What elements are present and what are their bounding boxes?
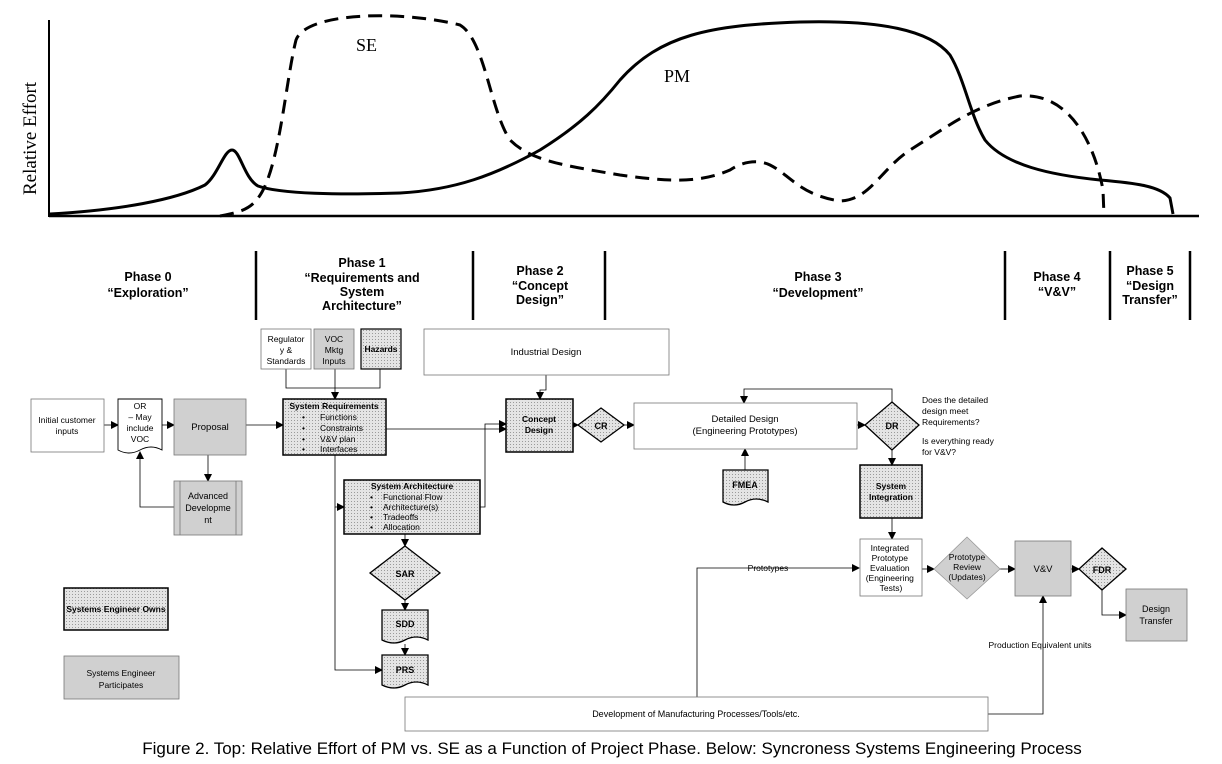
phase-4-subtitle: “V&V”	[1038, 285, 1076, 299]
sdd-document: SDD	[381, 609, 429, 644]
production-equivalent-label: Production Equivalent units	[988, 640, 1091, 650]
svg-text:PRS: PRS	[396, 665, 415, 675]
detailed-design-box: Detailed Design(Engineering Prototypes)	[633, 402, 858, 450]
phase-3-subtitle: “Development”	[773, 286, 864, 300]
svg-text:FMEA: FMEA	[732, 480, 758, 490]
pm-effort-curve	[49, 20, 1175, 216]
phase-1-header: Phase 1 “Requirements and System Archite…	[304, 256, 419, 313]
phase-2-header: Phase 2 “Concept Design”	[512, 264, 569, 307]
svg-text:V&V: V&V	[1033, 564, 1053, 575]
phase-3-header: Phase 3 “Development”	[773, 270, 864, 300]
phase-dividers	[254, 251, 1192, 320]
figure-caption: Figure 2. Top: Relative Effort of PM vs.…	[142, 739, 1082, 758]
svg-text:Development of Manufacturing P: Development of Manufacturing Processes/T…	[592, 709, 800, 719]
system-requirements-box: System Requirements •Functions •Constrai…	[282, 398, 387, 456]
svg-text:System Architecture: System Architecture	[371, 481, 454, 491]
svg-text:CR: CR	[595, 421, 608, 431]
proposal-box: Proposal	[173, 398, 247, 456]
dr-decision: DR	[864, 401, 920, 451]
phase-2-name: Phase 2	[516, 264, 563, 278]
phase-5-name: Phase 5	[1126, 264, 1173, 278]
phase-5-subtitle-2: Transfer”	[1122, 293, 1178, 307]
svg-text:System Requirements: System Requirements	[289, 401, 379, 411]
legend-owns: Systems Engineer Owns	[63, 587, 169, 631]
hazards-box: Hazards	[360, 328, 402, 370]
svg-text:Hazards: Hazards	[364, 344, 397, 354]
cr-decision: CR	[576, 407, 626, 443]
phase-2-subtitle-2: Design”	[516, 293, 564, 307]
phase-5-subtitle-1: “Design	[1126, 279, 1174, 293]
phase-0-name: Phase 0	[124, 270, 171, 284]
y-axis-label: Relative Effort	[20, 81, 41, 195]
svg-text:Systems Engineer Owns: Systems Engineer Owns	[66, 604, 165, 614]
fdr-decision: FDR	[1078, 547, 1127, 591]
sar-decision: SAR	[368, 545, 442, 601]
phase-5-header: Phase 5 “Design Transfer”	[1122, 264, 1178, 307]
svg-text:Industrial Design: Industrial Design	[511, 347, 582, 358]
phase-3-name: Phase 3	[794, 270, 841, 284]
prototypes-label: Prototypes	[748, 563, 789, 573]
svg-text:SAR: SAR	[395, 569, 415, 579]
phase-0-header: Phase 0 “Exploration”	[107, 270, 188, 300]
phase-2-subtitle-1: “Concept	[512, 279, 569, 293]
phase-4-header: Phase 4 “V&V”	[1033, 270, 1080, 299]
integrated-prototype-evaluation-box: Integrated Prototype Evaluation (Enginee…	[859, 538, 923, 597]
se-series-label: SE	[356, 35, 377, 55]
phase-1-name: Phase 1	[338, 256, 385, 270]
phase-1-subtitle-2: System	[340, 285, 384, 299]
connectors	[104, 369, 1127, 715]
fmea-document: FMEA	[722, 469, 769, 506]
phase-1-subtitle-3: Architecture”	[322, 299, 402, 313]
svg-text:Proposal: Proposal	[191, 422, 229, 433]
svg-text:•Functional Flow •Archit: •Functional Flow •Architecture(s) •Trade…	[370, 492, 445, 532]
svg-text:•Functions •Constraints: •Functions •Constraints •V&V plan •Inter…	[302, 412, 365, 454]
se-effort-curve	[219, 14, 1106, 218]
manufacturing-box: Development of Manufacturing Processes/T…	[404, 696, 989, 732]
svg-text:FDR: FDR	[1093, 565, 1112, 575]
prs-document: PRS	[381, 654, 429, 689]
phase-1-subtitle-1: “Requirements and	[304, 271, 419, 285]
svg-text:Integrated Prototype: Integrated Prototype Evaluation (Enginee…	[866, 543, 917, 593]
svg-text:DR: DR	[886, 421, 899, 431]
industrial-design-box: Industrial Design	[423, 328, 670, 376]
phase-0-subtitle: “Exploration”	[107, 286, 188, 300]
pm-series-label: PM	[664, 66, 690, 86]
effort-chart: Relative Effort SE PM	[20, 14, 1199, 218]
svg-text:SDD: SDD	[395, 619, 415, 629]
vv-box: V&V	[1014, 540, 1072, 597]
system-architecture-box: System Architecture •Functional Flow •Ar…	[343, 479, 481, 535]
phase-4-name: Phase 4	[1033, 270, 1080, 284]
svg-text:Detailed Design(Engineering Pr: Detailed Design(Engineering Prototypes)	[692, 414, 797, 437]
